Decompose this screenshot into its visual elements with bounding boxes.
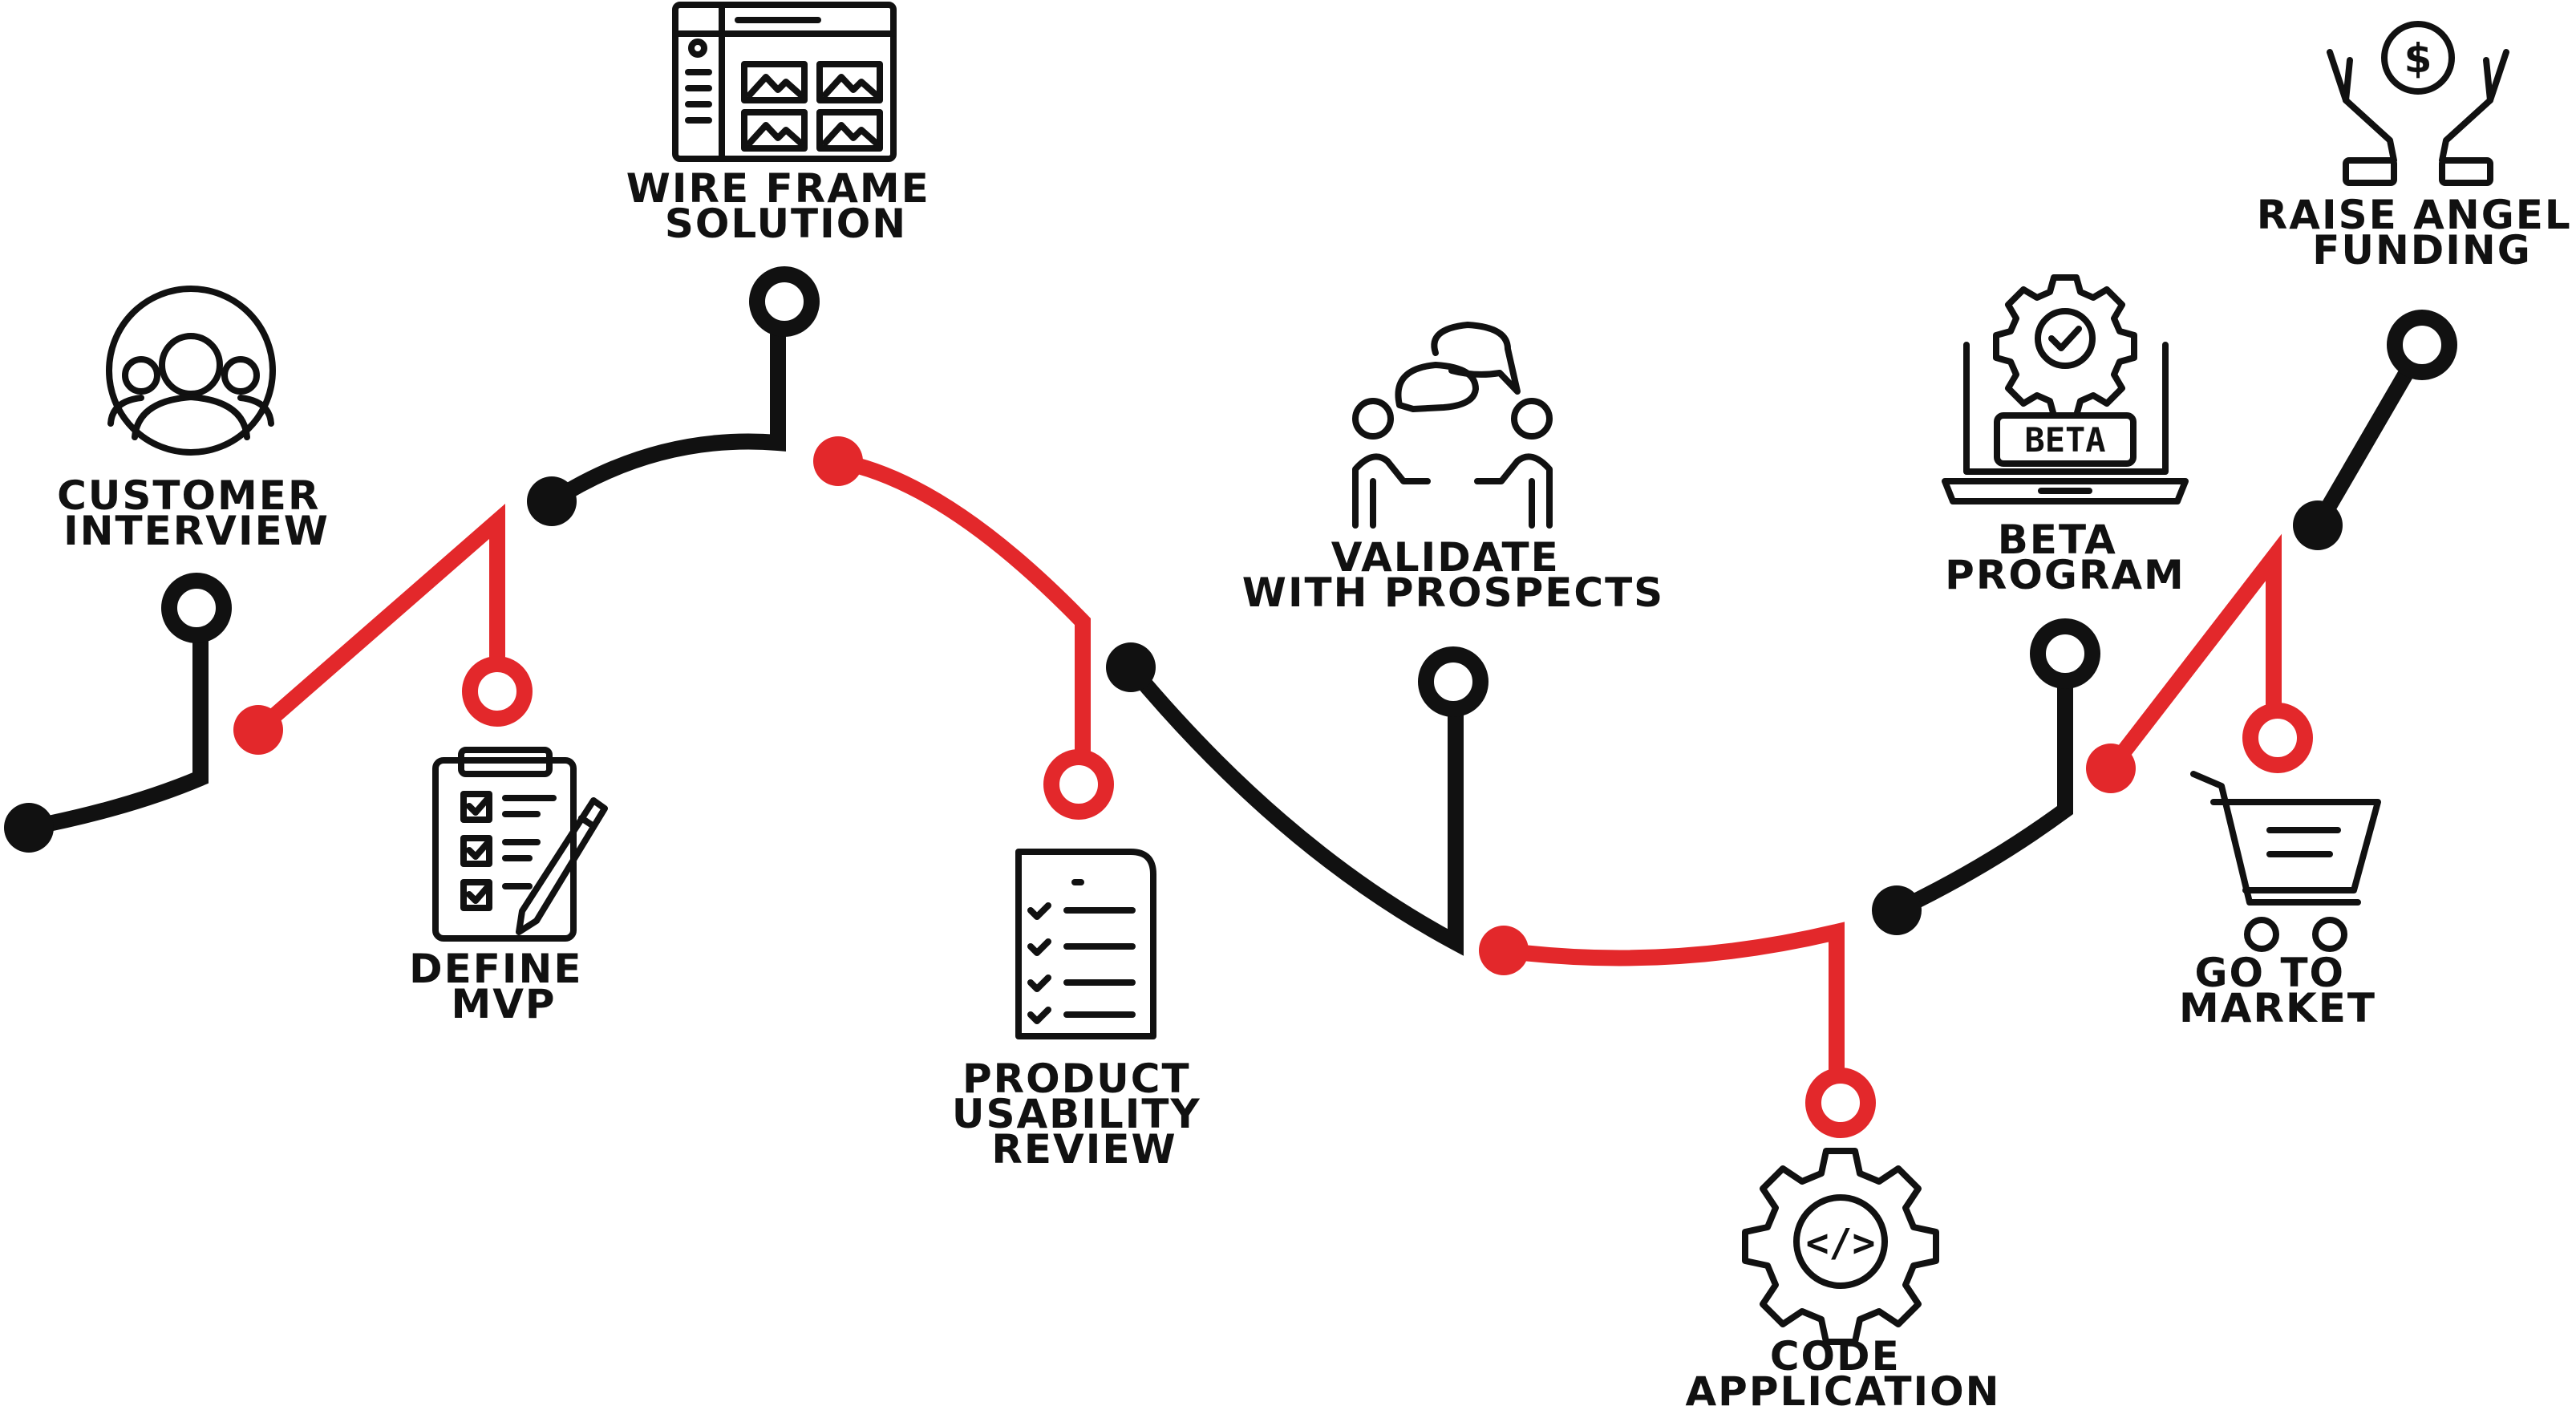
label-line: CODE: [1770, 1333, 1901, 1380]
label-line: FUNDING: [2312, 227, 2532, 274]
start-dot: [1106, 642, 1156, 692]
milestone-ring-customer-interview: [161, 573, 232, 643]
label-line: WIRE FRAME: [626, 165, 930, 212]
step-label-raise-angel-funding: RAISE ANGEL FUNDING: [2257, 192, 2576, 274]
path-segment-validate: [1123, 659, 1464, 956]
step-label-define-mvp: DEFINE MVP: [409, 946, 598, 1027]
path-segment-beta: [1889, 658, 2073, 918]
milestone-ring-beta: [2030, 618, 2100, 689]
start-dot: [527, 476, 577, 526]
path-segment-usability-review: [830, 453, 1091, 778]
step-label-validate-with-prospects: VALIDATE WITH PROSPECTS: [1242, 534, 1664, 616]
beta-laptop-icon: [1942, 274, 2189, 504]
path-segment-customer-interview: [21, 634, 209, 836]
conversation-icon: [1352, 322, 1553, 529]
step-label-go-to-market: GO TO MARKET: [2179, 950, 2376, 1031]
dollar-symbol-text: $: [2404, 35, 2432, 82]
label-line: BETA: [1998, 517, 2117, 563]
path-segment-define-mvp: [250, 504, 505, 738]
path-segment-go-to-market: [2103, 533, 2282, 776]
label-line: WITH PROSPECTS: [1242, 569, 1664, 616]
label-line: CUSTOMER: [57, 472, 320, 519]
label-line: VALIDATE: [1331, 534, 1560, 581]
beta-badge-text: BETA: [2024, 420, 2105, 460]
milestone-ring-funding: [2387, 310, 2457, 380]
label-line: APPLICATION: [1685, 1368, 2000, 1406]
step-label-beta-program: BETA PROGRAM: [1945, 517, 2185, 598]
start-dot: [2086, 744, 2136, 793]
label-line: PROGRAM: [1945, 552, 2185, 598]
label-line: DEFINE: [409, 946, 582, 992]
wireframe-icon: [672, 2, 897, 162]
step-label-product-usability-review: PRODUCT USABILITY REVIEW: [952, 1056, 1217, 1173]
label-line: SOLUTION: [665, 201, 907, 247]
start-dot: [233, 705, 283, 755]
checklist-document-icon: [1015, 849, 1156, 1039]
path-segment-code-application: [1496, 922, 1845, 1091]
code-symbol-text: </>: [1806, 1221, 1876, 1266]
path-segment-funding: [2310, 345, 2426, 533]
step-label-customer-interview: CUSTOMER INTERVIEW: [57, 472, 336, 554]
milestone-rings: [161, 266, 2457, 1138]
code-gear-icon: [1742, 1148, 1939, 1345]
label-line: INTERVIEW: [63, 508, 330, 554]
segment-start-dots: [4, 436, 2343, 975]
road-path: [21, 305, 2426, 1091]
users-icon: [106, 286, 276, 456]
label-line: USABILITY: [952, 1091, 1201, 1137]
label-line: MVP: [451, 981, 556, 1027]
milestone-ring-define-mvp: [462, 656, 533, 727]
funding-hands-icon: [2327, 21, 2509, 186]
label-line: REVIEW: [991, 1126, 1177, 1173]
start-dot: [1479, 926, 1529, 975]
milestone-ring-wire-frame: [749, 266, 820, 337]
label-line: MARKET: [2179, 985, 2376, 1031]
clipboard-checklist-icon: [432, 747, 608, 942]
start-dot: [813, 436, 863, 486]
path-segment-wire-frame: [544, 305, 786, 509]
label-line: RAISE ANGEL: [2257, 192, 2572, 238]
step-label-code-application: CODE APPLICATION: [1685, 1333, 2000, 1406]
step-label-wire-frame-solution: WIRE FRAME SOLUTION: [626, 165, 946, 247]
milestone-ring-code-application: [1805, 1068, 1876, 1138]
start-dot: [2293, 500, 2343, 550]
milestone-ring-go-to-market: [2242, 703, 2313, 773]
milestone-ring-usability-review: [1043, 749, 1114, 820]
start-dot: [1872, 885, 1922, 935]
milestone-ring-validate: [1418, 646, 1488, 717]
label-line: GO TO: [2195, 950, 2346, 996]
start-dot: [4, 803, 54, 853]
label-line: PRODUCT: [962, 1056, 1191, 1102]
shopping-cart-icon: [2190, 771, 2381, 952]
